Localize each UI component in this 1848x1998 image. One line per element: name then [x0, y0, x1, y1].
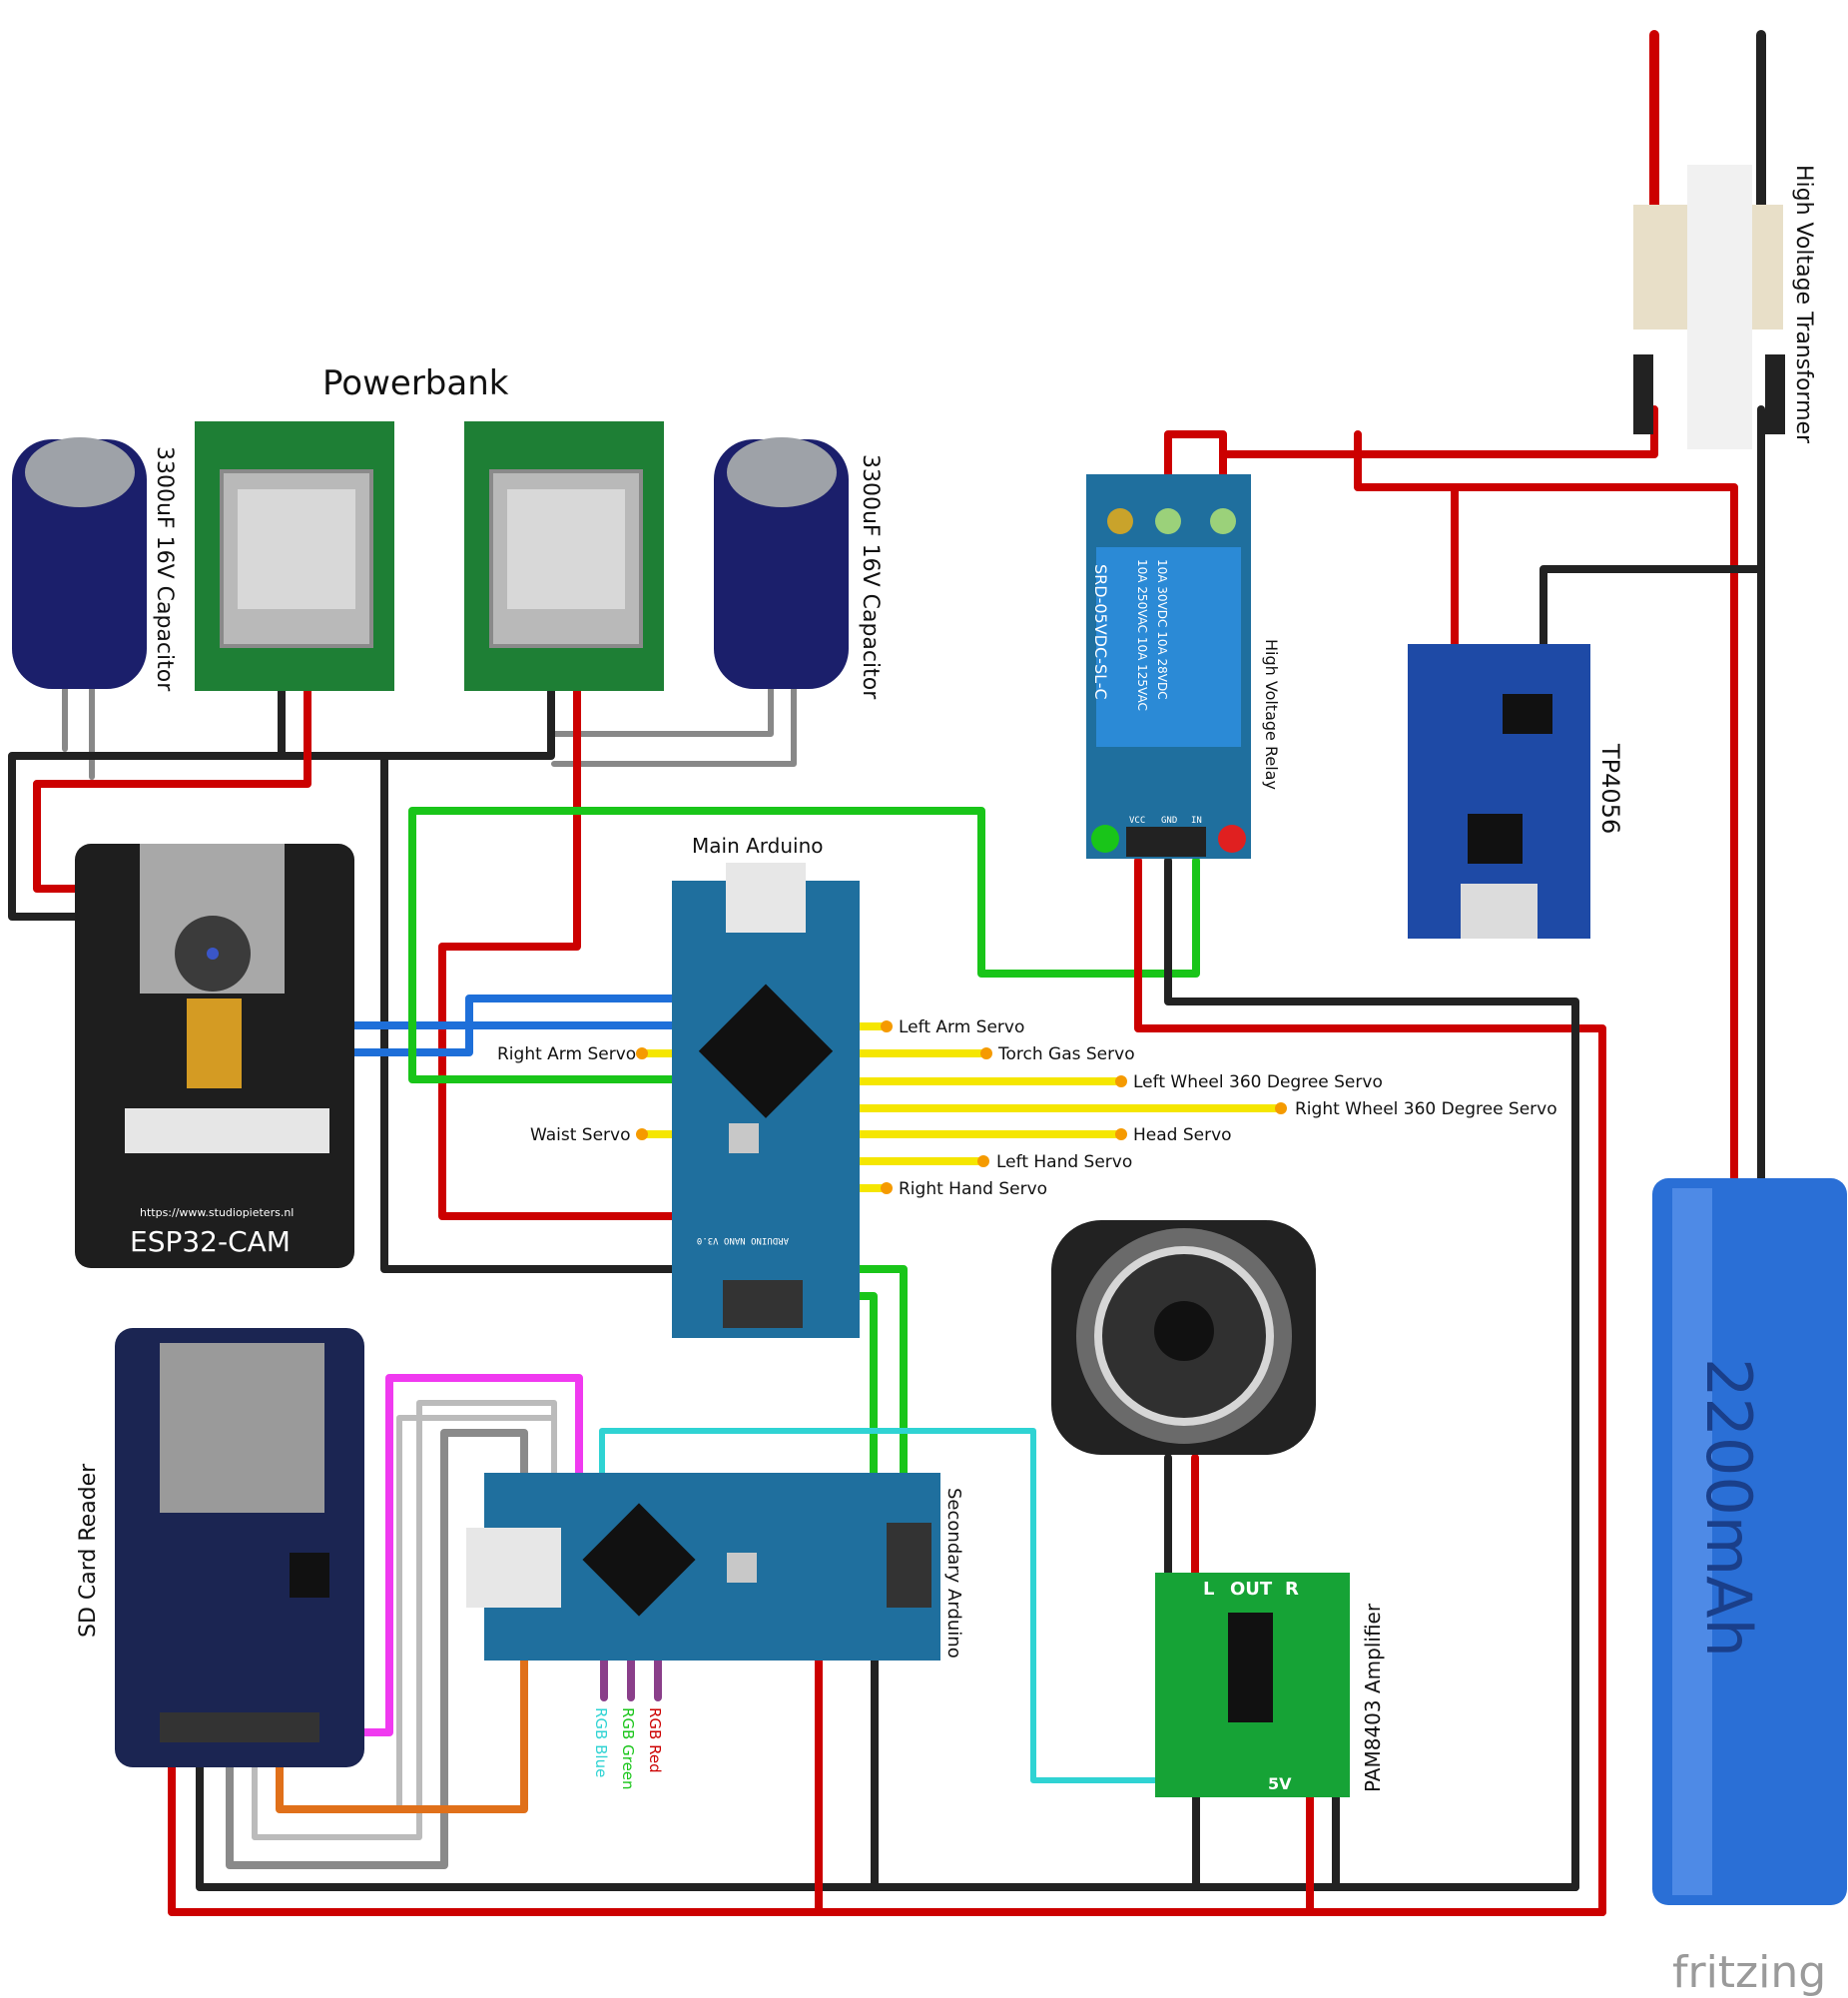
relay-rating-1: 10A 250VAC 10A 125VAC [1135, 559, 1149, 711]
esp-to-a0 [340, 995, 691, 1029]
label-right-arm-servo: Right Arm Servo [497, 1044, 636, 1064]
relay: SRD-05VDC-SL-C 10A 250VAC 10A 125VAC 10A… [1086, 474, 1281, 859]
pb-black-esp [8, 885, 96, 921]
battery-label: 2200mAh [1692, 1358, 1765, 1658]
esp-to-a1 [340, 1021, 691, 1056]
relay-pin-gnd: GND [1161, 816, 1177, 826]
amplifier-label: PAM8403 Amplifier [1361, 1603, 1385, 1792]
serial-rx [845, 1265, 908, 1490]
rgb-green-label: RGB Green [619, 1707, 637, 1790]
amp-out-label: OUT [1230, 1579, 1273, 1600]
esp32-url: https://www.studiopieters.nl [140, 1206, 294, 1219]
tp4056-black [1540, 565, 1765, 673]
relay-rating-2: 10A 30VDC 10A 28VDC [1155, 559, 1169, 700]
cap-right-lead-a [551, 686, 774, 737]
tp4056-label: TP4056 [1596, 743, 1624, 834]
label-right-hand-servo: Right Hand Servo [899, 1179, 1047, 1199]
label-head-servo: Head Servo [1133, 1125, 1232, 1145]
relay-label: High Voltage Relay [1262, 639, 1281, 790]
servo-labels: Left Arm Servo Torch Gas Servo Left Whee… [497, 1017, 1557, 1199]
sd-reader-label: SD Card Reader [76, 1463, 101, 1638]
relay-pin-vcc: VCC [1129, 816, 1145, 826]
amp-5v-label: 5V [1268, 1774, 1292, 1793]
usb-port-right-inner [507, 489, 625, 609]
capacitor-left: 3300uF 16V Capacitor [12, 437, 177, 692]
gnd-arduino [380, 752, 691, 1273]
battery: 2200mAh [1652, 1178, 1847, 1905]
pb-black-bus-2 [278, 675, 555, 760]
powerbank: Powerbank [195, 363, 664, 691]
capacitor-right-label: 3300uF 16V Capacitor [858, 454, 883, 700]
label-left-hand-servo: Left Hand Servo [996, 1152, 1132, 1172]
pb-black-bus [8, 675, 286, 893]
relay-vcc [1134, 857, 1606, 1916]
usb-port-left-inner [238, 489, 355, 609]
pb-red-bus [33, 675, 311, 893]
green-a3-relay [408, 807, 1200, 1083]
sd-red [168, 1728, 1606, 1916]
main-arduino: Main Arduino ARDUINO NANO V3.0 [672, 834, 860, 1338]
secondary-arduino: Secondary Arduino RGB Blue RGB Green RGB… [466, 1473, 964, 1790]
transformer: High Voltage Transformer [1633, 165, 1816, 449]
rgb-red-label: RGB Red [646, 1707, 664, 1773]
pb-red-arduino [438, 675, 691, 1220]
sd-orange [276, 1644, 528, 1813]
relay-pin-in: IN [1191, 816, 1202, 826]
label-left-arm-servo: Left Arm Servo [899, 1017, 1024, 1037]
transformer-label: High Voltage Transformer [1791, 165, 1816, 444]
main-arduino-label: Main Arduino [692, 834, 824, 858]
esp32-label: ESP32-CAM [130, 1225, 291, 1258]
sd-gray-3 [226, 1429, 528, 1869]
fritzing-watermark: fritzing [1672, 1947, 1826, 1998]
wires [8, 30, 1766, 1916]
amp-r-label: R [1285, 1579, 1299, 1600]
capacitor-right: 3300uF 16V Capacitor [714, 437, 883, 700]
powerbank-label: Powerbank [322, 363, 509, 403]
relay-model: SRD-05VDC-SL-C [1091, 564, 1110, 700]
esp32-cam: https://www.studiopieters.nl ESP32-CAM [75, 844, 354, 1268]
capacitor-left-label: 3300uF 16V Capacitor [152, 446, 177, 692]
label-waist-servo: Waist Servo [530, 1125, 631, 1145]
audio-cyan [599, 1428, 1171, 1783]
label-right-wheel-servo: Right Wheel 360 Degree Servo [1295, 1099, 1557, 1119]
cap-right-lead-b [551, 686, 797, 767]
tp4056: TP4056 [1408, 644, 1624, 939]
speaker [1051, 1220, 1316, 1455]
relay-gnd [1164, 857, 1579, 1891]
sd-card-reader: SD Card Reader [76, 1328, 364, 1767]
main-nano-model: ARDUINO NANO V3.0 [697, 1235, 789, 1245]
rgb-blue-label: RGB Blue [592, 1707, 610, 1777]
pam8403-amplifier: OUT L R 5V PAM8403 Amplifier [1155, 1573, 1385, 1797]
transformer-to-relay [1164, 405, 1658, 518]
label-left-wheel-servo: Left Wheel 360 Degree Servo [1133, 1072, 1383, 1092]
secondary-arduino-label: Secondary Arduino [943, 1488, 964, 1659]
label-torch-gas-servo: Torch Gas Servo [997, 1044, 1135, 1064]
amp-l-label: L [1203, 1579, 1214, 1600]
sd-black [196, 1728, 1579, 1891]
relay-to-battery-red [1354, 430, 1738, 1182]
